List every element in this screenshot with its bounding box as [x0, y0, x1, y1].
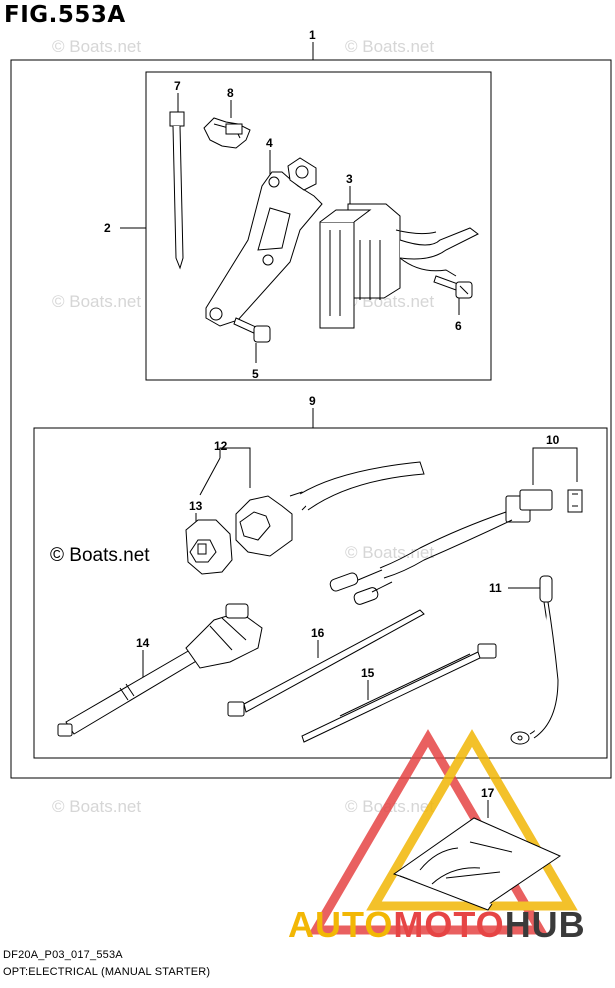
rectifier-part	[319, 203, 479, 329]
watermark: © Boats.net	[52, 37, 141, 56]
ground-wire-part	[510, 575, 559, 745]
brand-part-2: MOTO	[393, 904, 504, 945]
callout-15: 15	[361, 666, 375, 680]
kit-box-2	[145, 71, 492, 381]
brand-part-1: AUTO	[288, 904, 393, 945]
diagram-code: DF20A_P03_017_553A	[3, 949, 123, 961]
bolt-part-6	[433, 275, 473, 299]
wiring-lead-part	[57, 603, 263, 737]
instruction-sheet-part	[392, 817, 562, 911]
callout-4: 4	[266, 136, 273, 150]
callout-14: 14	[136, 636, 150, 650]
callout-2: 2	[104, 221, 111, 235]
brand-logo-mark	[308, 729, 578, 935]
watermark-main: © Boats.net	[50, 545, 150, 566]
watermark: © Boats.net	[52, 797, 141, 816]
callout-11: 11	[489, 581, 502, 595]
callout-1: 1	[309, 28, 316, 42]
clamp-part	[203, 117, 251, 149]
callout-5: 5	[252, 367, 259, 381]
callout-16: 16	[311, 626, 325, 640]
callout-9: 9	[309, 394, 316, 408]
callout-7: 7	[174, 79, 181, 93]
svg-text:AUTOMOTOHUB: AUTOMOTOHUB	[288, 904, 586, 945]
cable-tie-part-16	[227, 609, 425, 717]
watermark: © Boats.net	[345, 37, 434, 56]
brand-wordmark: AUTOMOTOHUB	[288, 904, 586, 945]
callout-6: 6	[455, 319, 462, 333]
callout-3: 3	[346, 172, 353, 186]
bracket-part	[205, 157, 323, 327]
callout-8: 8	[227, 86, 234, 100]
brand-part-3: HUB	[505, 904, 586, 945]
callout-10: 10	[546, 433, 560, 447]
diagram-caption: OPT:ELECTRICAL (MANUAL STARTER)	[3, 966, 211, 978]
harness-part	[329, 489, 583, 605]
callout-17: 17	[481, 786, 495, 800]
cable-tie-part	[169, 111, 185, 270]
cable-tie-part-15	[301, 643, 497, 743]
watermark: © Boats.net	[52, 292, 141, 311]
kit-box-9	[33, 427, 608, 759]
callout-12: 12	[214, 439, 228, 453]
callout-labels: 1 2 3 4 5 6 7 8 9 10 11 12 13 14 15 16 1…	[104, 28, 560, 800]
watermark: © Boats.net	[345, 543, 434, 562]
bolt-part-5	[233, 317, 271, 343]
coupler-part	[185, 461, 425, 575]
outer-frame	[10, 59, 612, 779]
callout-13: 13	[189, 499, 203, 513]
leader-lines	[120, 42, 578, 818]
figure-title: FIG.553A	[4, 2, 126, 28]
